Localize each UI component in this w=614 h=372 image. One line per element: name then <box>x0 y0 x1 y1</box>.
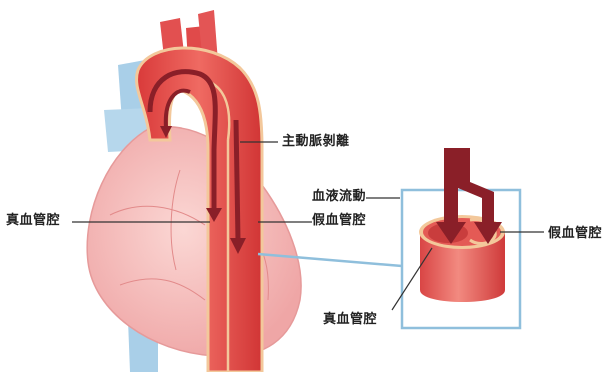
label-aortic-dissection: 主動脈剝離 <box>282 134 350 150</box>
label-true-lumen-left: 真血管腔 <box>6 213 60 229</box>
label-false-lumen-right: 假血管腔 <box>548 226 602 242</box>
heart <box>87 127 301 357</box>
label-false-lumen-main: 假血管腔 <box>312 213 366 229</box>
label-blood-flow: 血液流動 <box>312 189 366 205</box>
label-true-lumen-bottom: 真血管腔 <box>323 312 377 328</box>
